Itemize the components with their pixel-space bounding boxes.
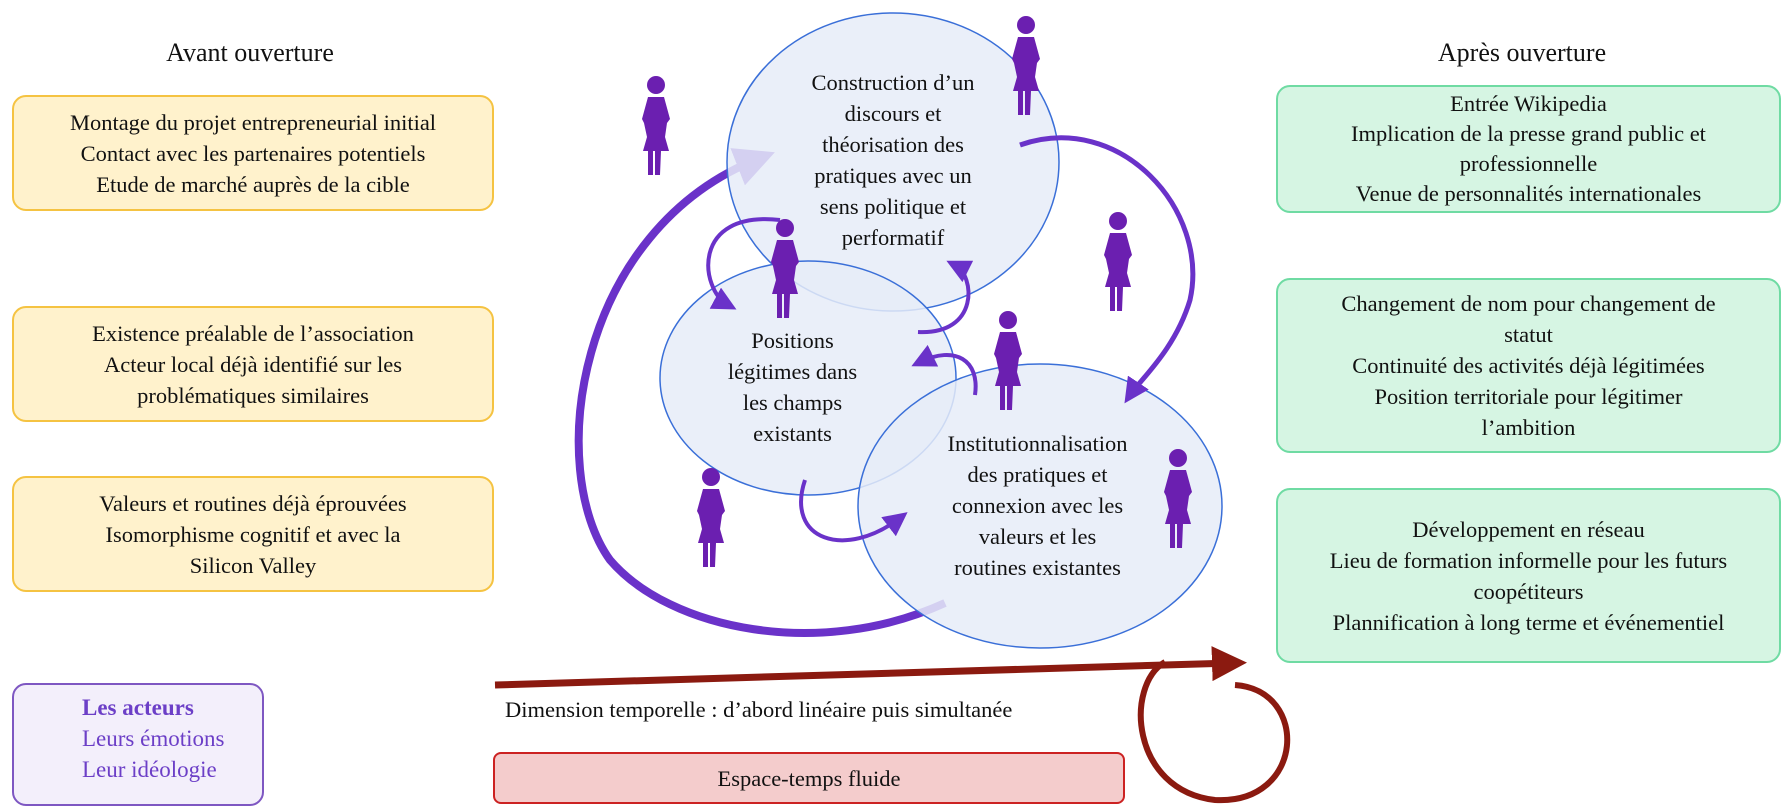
- inner-arrow-left-to-bottom: [799, 479, 908, 543]
- box-line: Lieu de formation informelle pour les fu…: [1329, 547, 1728, 573]
- box-line: l’ambition: [1481, 415, 1576, 440]
- circle-line: performatif: [841, 225, 945, 250]
- espace-temps-label: Espace-temps fluide: [717, 765, 901, 791]
- circle-line: routines existantes: [954, 555, 1121, 580]
- box-line: Existence préalable de l’association: [92, 320, 414, 346]
- person-icon: [697, 468, 725, 567]
- legend-title: Les acteurs: [82, 695, 194, 720]
- circle-line: pratiques avec un: [814, 163, 972, 188]
- inner-arrow-top-to-left: [706, 217, 781, 310]
- circle-line: existants: [753, 421, 832, 446]
- inner-arrow-right-to-left: [911, 344, 978, 396]
- timeline-loop: [1137, 659, 1291, 804]
- person-icon: [642, 76, 670, 175]
- box-line: Contact avec les partenaires potentiels: [80, 140, 426, 166]
- right-cycle-arrow: [1019, 135, 1196, 404]
- outer-cycle-arrow: [574, 148, 947, 637]
- box-line: Etude de marché auprès de la cible: [96, 171, 410, 197]
- left-box-3: Valeurs et routines déjà éprouvées Isomo…: [12, 476, 494, 592]
- circle-line: sens politique et: [819, 194, 967, 219]
- timeline-arrow: [494, 646, 1247, 689]
- legend-line-emotions: Leurs émotions: [82, 726, 225, 751]
- circle-positions-text: Positions légitimes dans les champs exis…: [700, 325, 885, 449]
- box-line: coopétiteurs: [1473, 578, 1584, 604]
- box-line: Plannification à long terme et événement…: [1332, 609, 1725, 635]
- circle-line: légitimes dans: [727, 359, 858, 384]
- left-column-title: Avant ouverture: [166, 38, 334, 67]
- espace-temps-box: Espace-temps fluide: [493, 752, 1125, 804]
- circle-line: Construction d’un: [811, 70, 975, 95]
- person-icon: [1104, 212, 1132, 311]
- right-column-title: Après ouverture: [1437, 38, 1607, 67]
- box-line: Isomorphisme cognitif et avec la: [105, 521, 401, 547]
- circle-line: valeurs et les: [978, 524, 1097, 549]
- circle-institutionnalisation: [857, 363, 1223, 649]
- box-line: Silicon Valley: [189, 552, 317, 578]
- circle-line: des pratiques et: [967, 462, 1108, 487]
- legend-box: [12, 683, 264, 806]
- box-line: Acteur local déjà identifié sur les: [103, 351, 402, 377]
- box-line: Position territoriale pour légitimer: [1374, 384, 1683, 409]
- circle-line: les champs: [742, 390, 843, 415]
- circle-line: Institutionnalisation: [947, 431, 1128, 456]
- box-line: Changement de nom pour changement de: [1341, 291, 1716, 316]
- circle-institutionnalisation-text: Institutionnalisation des pratiques et c…: [910, 428, 1165, 583]
- circle-line: discours et: [844, 101, 942, 126]
- circle-line: Positions: [751, 328, 834, 353]
- box-line: Continuité des activités déjà légitimées: [1352, 353, 1705, 378]
- circle-construction-text: Construction d’un discours et théorisati…: [763, 67, 1023, 253]
- left-box-1: Montage du projet entrepreneurial initia…: [12, 95, 494, 211]
- legend-text: Les acteurs Leurs émotions Leur idéologi…: [82, 692, 224, 785]
- box-line: Entrée Wikipedia: [1450, 91, 1607, 116]
- box-line: statut: [1504, 322, 1553, 347]
- legend-line-ideology: Leur idéologie: [82, 757, 217, 782]
- box-line: Implication de la presse grand public et: [1351, 121, 1706, 146]
- box-line: Valeurs et routines déjà éprouvées: [99, 490, 407, 516]
- right-box-1: Entrée Wikipedia Implication de la press…: [1276, 85, 1781, 213]
- inner-arrow-center-to-top: [917, 260, 974, 335]
- right-box-2: Changement de nom pour changement de sta…: [1276, 278, 1781, 453]
- circle-line: connexion avec les: [951, 493, 1124, 518]
- timeline-label: Dimension temporelle : d’abord linéaire …: [505, 697, 1013, 722]
- box-line: professionnelle: [1459, 151, 1598, 176]
- left-box-2: Existence préalable de l’association Act…: [12, 306, 494, 422]
- box-line: problématiques similaires: [137, 382, 369, 408]
- box-line: Venue de personnalités internationales: [1355, 181, 1702, 206]
- right-box-3: Développement en réseau Lieu de formatio…: [1276, 488, 1781, 663]
- box-line: Développement en réseau: [1412, 516, 1645, 542]
- circle-line: théorisation des: [822, 132, 964, 157]
- box-line: Montage du projet entrepreneurial initia…: [69, 109, 437, 135]
